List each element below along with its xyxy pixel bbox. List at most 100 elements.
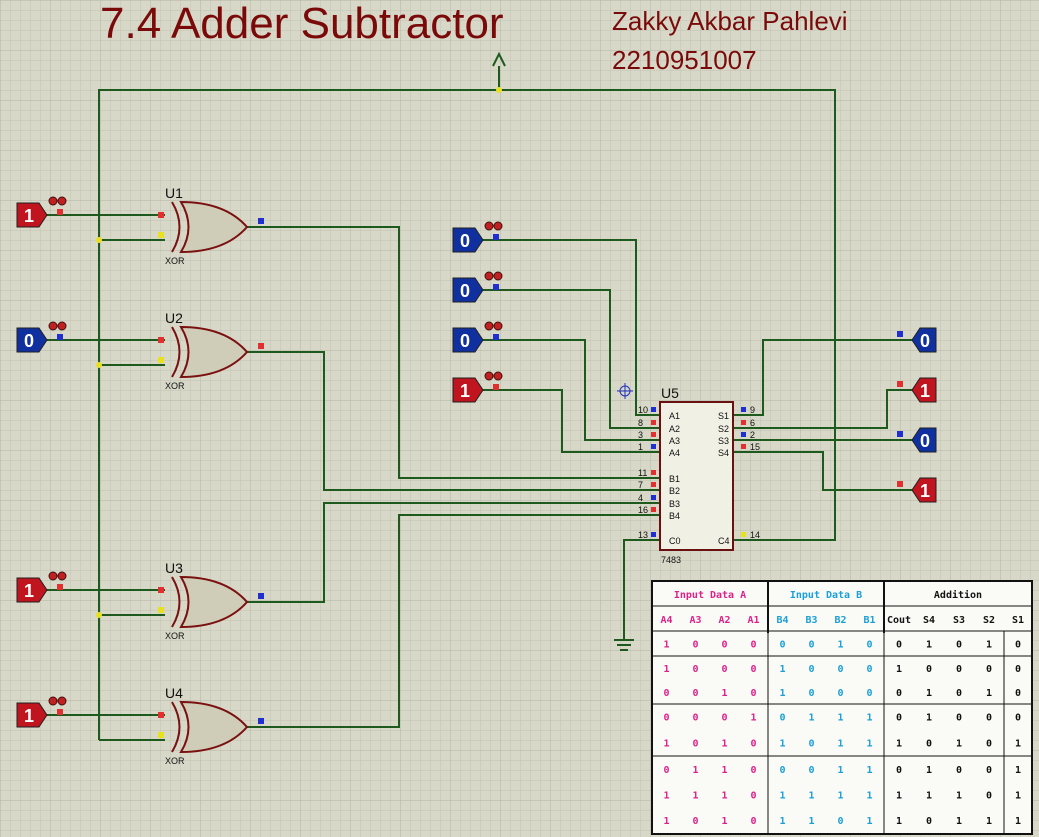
table-cell: 1 [1015, 816, 1021, 827]
ic-pin-a2: 8A2 [638, 418, 680, 434]
column-header: S2 [983, 615, 995, 626]
logic-state-box[interactable] [452, 277, 484, 303]
table-cell: 1 [779, 664, 785, 675]
xor-input-arc [171, 201, 181, 253]
column-header: A2 [718, 615, 730, 626]
table-cell: 0 [986, 791, 992, 802]
logic-state-box[interactable] [452, 227, 484, 253]
pin-number: 10 [638, 405, 648, 415]
logic-state-box[interactable] [16, 702, 48, 728]
table-cell: 1 [956, 816, 962, 827]
table-cell: 0 [808, 765, 814, 776]
toggle-icon[interactable] [57, 571, 67, 581]
ic-pin-b3: 4B3 [638, 493, 680, 509]
power-terminal[interactable] [492, 51, 506, 90]
table-cell: 0 [808, 739, 814, 750]
logic-state-box[interactable] [16, 202, 48, 228]
toggle-icon[interactable] [493, 371, 503, 381]
toggle-icon[interactable] [493, 321, 503, 331]
gate-type: XOR [165, 256, 185, 266]
logic-input-mid-4[interactable]: 1 [452, 371, 503, 403]
pin-state [57, 584, 63, 590]
table-cell: 1 [692, 791, 698, 802]
pin-number: 1 [638, 442, 643, 452]
pin-state [741, 532, 746, 537]
table-cell: 1 [663, 664, 669, 675]
pin-name: S2 [718, 424, 729, 434]
toggle-icon[interactable] [57, 696, 67, 706]
toggle-icon[interactable] [48, 321, 58, 331]
toggle-icon[interactable] [493, 221, 503, 231]
toggle-icon[interactable] [48, 196, 58, 206]
table-cell: 1 [837, 765, 843, 776]
group-header: Input Data A [674, 590, 746, 601]
ground-symbol [614, 639, 634, 651]
table-cell: 0 [750, 664, 756, 675]
xor-body[interactable] [179, 200, 249, 254]
logic-input-left-4[interactable]: 1 [16, 696, 67, 728]
table-cell: 1 [663, 816, 669, 827]
pin-state [651, 532, 656, 537]
xor-body[interactable] [179, 575, 249, 629]
logic-input-left-1[interactable]: 1 [16, 196, 67, 228]
table-cell: 1 [866, 791, 872, 802]
table-cell: 0 [926, 816, 932, 827]
column-header: Cout [887, 615, 911, 626]
gate-ref: U2 [165, 310, 183, 326]
toggle-icon[interactable] [493, 271, 503, 281]
pin-state [651, 420, 656, 425]
pin-state [493, 284, 499, 290]
logic-value: 1 [24, 706, 34, 726]
table-cell: 0 [837, 816, 843, 827]
logic-state-box[interactable] [16, 577, 48, 603]
pin-state [158, 357, 164, 363]
toggle-icon[interactable] [484, 371, 494, 381]
pin-state [158, 712, 164, 718]
toggle-icon[interactable] [48, 696, 58, 706]
table-cell: 0 [1015, 640, 1021, 651]
pin-number: 7 [638, 480, 643, 490]
xor-body[interactable] [179, 325, 249, 379]
logic-input-left-3[interactable]: 1 [16, 571, 67, 603]
table-cell: 0 [866, 688, 872, 699]
pin-state [651, 470, 656, 475]
table-cell: 1 [808, 791, 814, 802]
probe-body [911, 477, 937, 503]
table-cell: 1 [750, 713, 756, 724]
table-cell: 1 [1015, 791, 1021, 802]
toggle-icon[interactable] [484, 271, 494, 281]
ic-body[interactable] [659, 401, 734, 551]
xor-body[interactable] [179, 700, 249, 754]
table-cell: 1 [721, 765, 727, 776]
logic-state-box[interactable] [452, 377, 484, 403]
ic-7483[interactable]: U5 7483 10A18A23A31A411B17B24B316B413C0S… [638, 385, 760, 565]
table-cell: 0 [779, 640, 785, 651]
table-cell: 1 [692, 765, 698, 776]
toggle-icon[interactable] [484, 221, 494, 231]
toggle-icon[interactable] [48, 571, 58, 581]
logic-state-box[interactable] [16, 327, 48, 353]
pin-number: 14 [750, 530, 760, 540]
toggle-icon[interactable] [57, 196, 67, 206]
logic-state-box[interactable] [452, 327, 484, 353]
toggle-icon[interactable] [484, 321, 494, 331]
toggle-icon[interactable] [57, 321, 67, 331]
wires [47, 89, 912, 741]
logic-input-mid-1[interactable]: 0 [452, 221, 503, 253]
table-cell: 0 [956, 640, 962, 651]
logic-input-mid-3[interactable]: 0 [452, 321, 503, 353]
table-cell: 0 [926, 739, 932, 750]
logic-input-mid-2[interactable]: 0 [452, 271, 503, 303]
column-header: B2 [834, 615, 846, 626]
logic-probe-4: 1 [897, 477, 937, 503]
logic-input-left-2[interactable]: 0 [16, 321, 67, 353]
probe-body [911, 427, 937, 453]
